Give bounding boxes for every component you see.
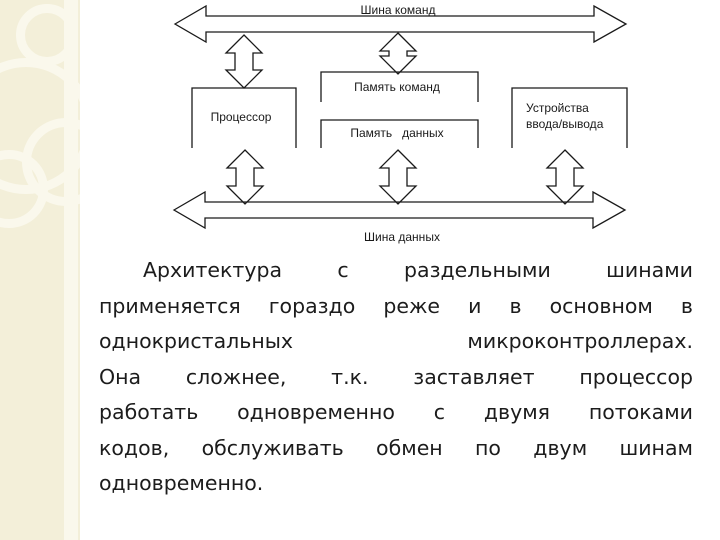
processor-box: [191, 87, 297, 148]
data-memory-box: [320, 119, 479, 148]
architecture-description-paragraph: Архитектура с раздельными шинами применя…: [99, 253, 693, 502]
bus-architecture-diagram: Шина команд Шина данных Процессор Память…: [172, 3, 628, 244]
processor-command-bus-arrow: [224, 34, 264, 89]
command-bus-label: Шина команд: [361, 3, 436, 17]
paragraph-line: Архитектура с раздельными шинами: [143, 258, 693, 282]
paragraph-line: кодов, обслуживать обмен по двум шинам: [99, 435, 693, 460]
sidebar-ring-decoration: [0, 150, 48, 228]
paragraph-line: одновременно.: [99, 471, 264, 495]
command-bus-arrow: [173, 4, 628, 44]
paragraph-line: работать одновременно с двумя потоками: [99, 400, 693, 424]
data-bus-label: Шина данных: [364, 230, 440, 244]
data-memory-bus-arrow: [378, 149, 418, 205]
io-devices-bus-arrow: [545, 149, 585, 205]
decorative-sidebar: [0, 0, 80, 540]
command-memory-bus-arrow: [378, 32, 418, 75]
processor-label: Процессор: [211, 110, 272, 124]
io-devices-label-line1: Устройства: [526, 101, 589, 115]
sidebar-ring-decoration: [16, 4, 78, 66]
paragraph-line: применяется гораздо реже и в основном в: [99, 293, 693, 318]
command-memory-box: [320, 71, 479, 102]
paragraph-line: однокристальных микроконтроллерах.: [99, 329, 693, 353]
paragraph-line: Она сложнее, т.к. заставляет процессор: [99, 364, 693, 389]
processor-data-bus-arrow: [225, 149, 265, 205]
command-memory-label: Память команд: [354, 80, 440, 94]
data-bus-arrow: [172, 190, 627, 230]
io-devices-label-line2: ввода/вывода: [526, 117, 604, 131]
io-devices-box: [511, 87, 628, 148]
data-memory-label: Память данных: [350, 126, 443, 140]
